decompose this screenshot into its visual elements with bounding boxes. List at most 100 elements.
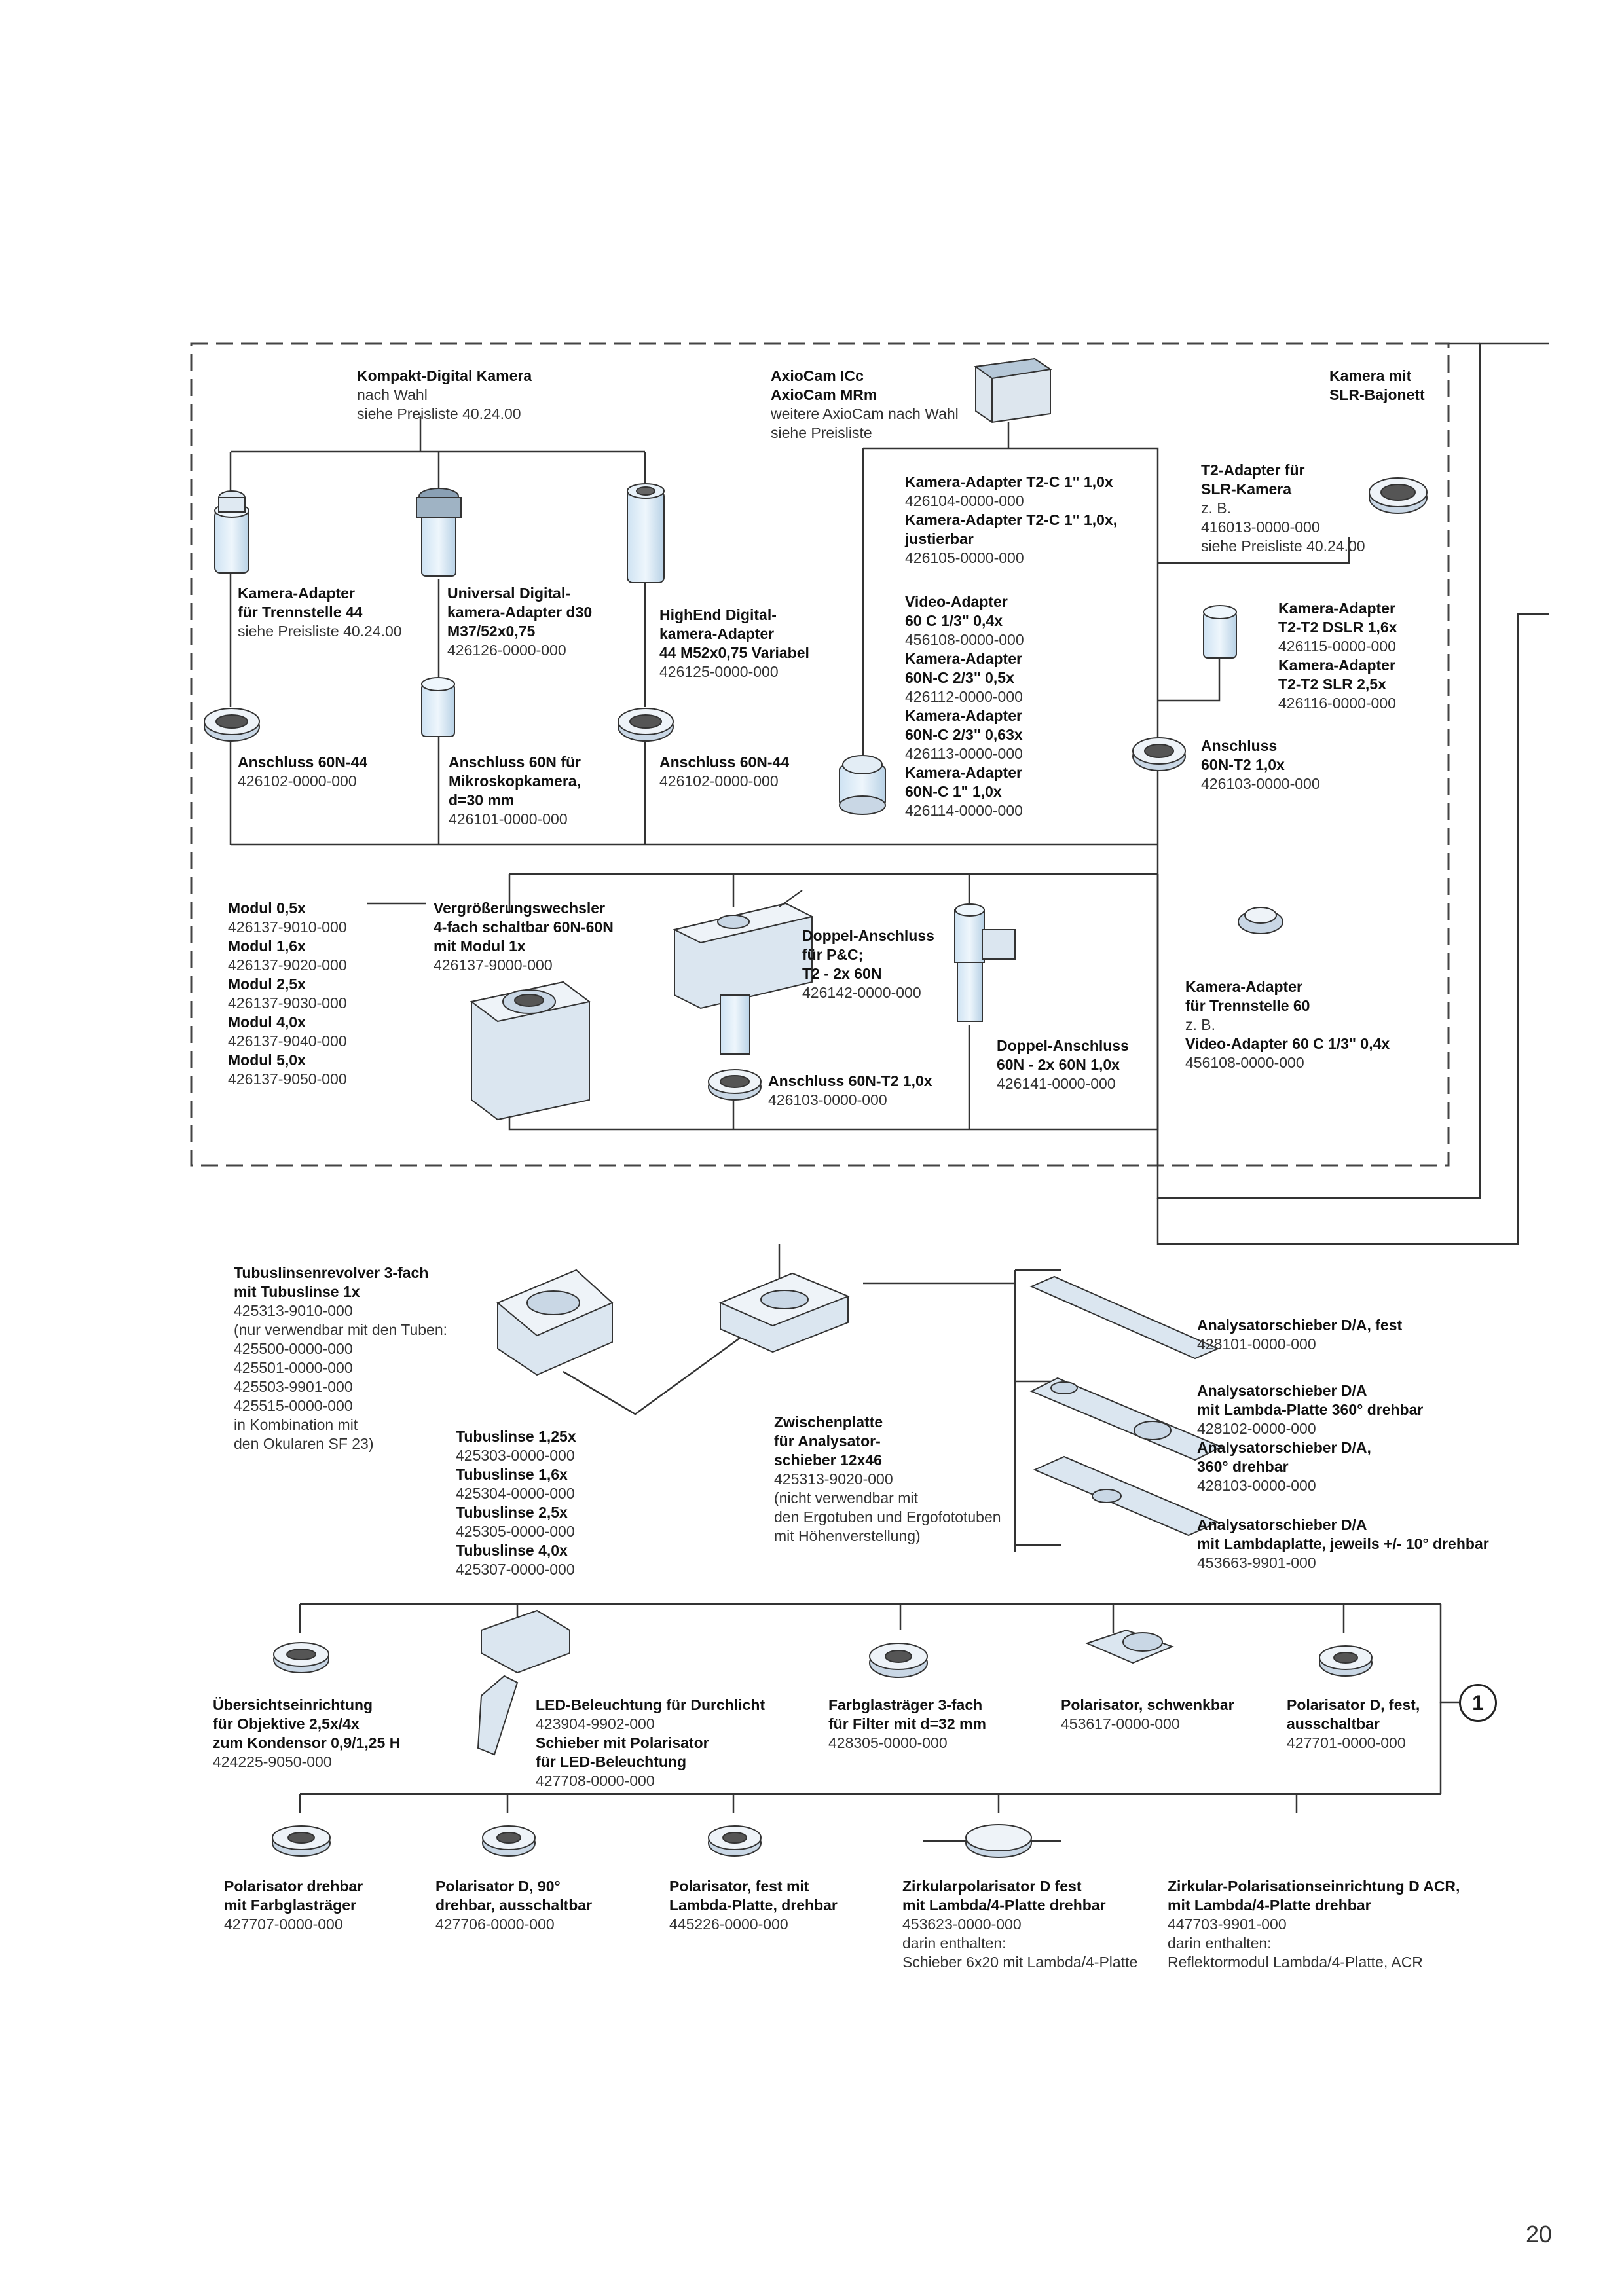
trenn44-line: für Trennstelle 44 — [238, 604, 363, 621]
ana2-line: Analysatorschieber D/A — [1197, 1382, 1367, 1399]
modul-line: Modul 4,0x — [228, 1013, 306, 1030]
trenn44-line: siehe Preisliste 40.24.00 — [238, 623, 402, 640]
video-line: 426113-0000-000 — [905, 745, 1023, 762]
axiocam-line: AxioCam MRm — [771, 386, 877, 403]
analysator-slider-3-icon — [1033, 1455, 1220, 1537]
zwischen-line: 425313-9020-000 — [774, 1470, 893, 1487]
highend-line: 44 M52x0,75 Variabel — [659, 644, 809, 661]
axiocam-camera-icon — [974, 357, 1052, 424]
modul-line: 426137-9040-000 — [228, 1032, 347, 1049]
video-line: 456108-0000-000 — [905, 631, 1024, 648]
ansT2b-line: Anschluss 60N-T2 1,0x — [768, 1072, 932, 1089]
zwischen-line: mit Höhenverstellung) — [774, 1527, 921, 1544]
tubusrev-line: Tubuslinsenrevolver 3-fach — [234, 1264, 429, 1281]
polschwenk-line: Polarisator, schwenkbar — [1061, 1696, 1234, 1713]
tubuslinse-line: Tubuslinse 1,6x — [456, 1466, 568, 1483]
t2t2-adapter-icon — [1203, 605, 1237, 659]
trenn44-adapter-icon — [214, 490, 249, 574]
pold90-line: Polarisator D, 90° — [435, 1878, 561, 1895]
video-adapter-icon — [839, 755, 886, 815]
highend-adapter-icon — [627, 483, 665, 583]
pollambda-line: 445226-0000-000 — [669, 1916, 788, 1933]
modul-line: Modul 1,6x — [228, 938, 306, 955]
universal-adapter-icon — [416, 488, 462, 577]
t2t2-line: T2-T2 SLR 2,5x — [1278, 676, 1386, 693]
highend-line: 426125-0000-000 — [659, 663, 779, 680]
led-icon — [477, 1609, 570, 1756]
t2t2-line: 426115-0000-000 — [1278, 638, 1396, 655]
t2t2-line: 426116-0000-000 — [1278, 695, 1396, 712]
t2c-line: Kamera-Adapter T2-C 1" 1,0x, — [905, 511, 1118, 528]
video-line: Kamera-Adapter — [905, 764, 1022, 781]
t2slr-line: siehe Preisliste 40.24.00 — [1201, 538, 1365, 555]
univ-line: 426126-0000-000 — [447, 642, 566, 659]
zirkacr-line: 447703-9901-000 — [1168, 1916, 1287, 1933]
poldreh-line: 427707-0000-000 — [224, 1916, 343, 1933]
ans44b-line: 426102-0000-000 — [659, 773, 779, 790]
modul-line: Modul 0,5x — [228, 900, 306, 917]
tubuslinse-line: 425307-0000-000 — [456, 1561, 575, 1578]
tubusrev-line: 425515-0000-000 — [234, 1397, 353, 1414]
label-zirkular-acr: Zirkular-Polarisationseinrichtung D ACR,… — [1168, 1877, 1460, 1972]
tubusrev-line: den Okularen SF 23) — [234, 1435, 374, 1452]
page-number: 20 — [1525, 2221, 1552, 2248]
connector-lines — [229, 342, 1549, 1813]
modul-line: Modul 5,0x — [228, 1051, 306, 1068]
doppelpc-line: Doppel-Anschluss — [802, 927, 934, 944]
ana3-line: Analysatorschieber D/A — [1197, 1516, 1367, 1533]
t2c-line: 426105-0000-000 — [905, 549, 1024, 566]
ana2-line: 428102-0000-000 — [1197, 1420, 1316, 1437]
zirk-line: mit Lambda/4-Platte drehbar — [902, 1897, 1106, 1914]
tubusrev-line: 425313-9010-000 — [234, 1302, 353, 1319]
zirkacr-line: mit Lambda/4-Platte drehbar — [1168, 1897, 1371, 1914]
uebersicht-line: zum Kondensor 0,9/1,25 H — [213, 1734, 401, 1751]
tubuslinse-line: 425305-0000-000 — [456, 1523, 575, 1540]
ana2-line: 428103-0000-000 — [1197, 1477, 1316, 1494]
zirk-line: 453623-0000-000 — [902, 1916, 1022, 1933]
video-line: 60N-C 2/3" 0,63x — [905, 726, 1023, 743]
uebersicht-icon — [273, 1642, 329, 1673]
analysator-slider-2-icon — [1029, 1377, 1223, 1461]
t2t2-line: Kamera-Adapter — [1278, 657, 1395, 674]
ana2-line: mit Lambda-Platte 360° drehbar — [1197, 1401, 1424, 1418]
ansT2b-ring-icon — [708, 1069, 762, 1101]
vergr-line: Vergrößerungswechsler — [434, 900, 606, 917]
trenn60-adapter-icon — [1238, 907, 1283, 934]
video-line: 60N-C 2/3" 0,5x — [905, 669, 1014, 686]
ansT2a-line: 60N-T2 1,0x — [1201, 756, 1285, 773]
polschwenk-line: 453617-0000-000 — [1061, 1715, 1180, 1732]
zwischen-line: (nicht verwendbar mit — [774, 1489, 918, 1506]
modul-line: 426137-9020-000 — [228, 957, 347, 974]
highend-line: kamera-Adapter — [659, 625, 775, 642]
polfest-line: 427701-0000-000 — [1287, 1734, 1406, 1751]
t2c-line: 426104-0000-000 — [905, 492, 1024, 509]
led-line: für LED-Beleuchtung — [536, 1753, 686, 1770]
t2t2-line: T2-T2 DSLR 1,6x — [1278, 619, 1397, 636]
pollambda-line: Polarisator, fest mit — [669, 1878, 809, 1895]
video-line: Video-Adapter — [905, 593, 1008, 610]
ans44b-ring-icon — [618, 708, 674, 742]
tubuslinse-line: 425304-0000-000 — [456, 1485, 575, 1502]
polfest-line: ausschaltbar — [1287, 1715, 1380, 1732]
ans44a-ring-icon — [204, 708, 260, 742]
led-line: Schieber mit Polarisator — [536, 1734, 709, 1751]
vergroesserungswechsler-icon — [470, 981, 591, 1121]
zwischen-line: Zwischenplatte — [774, 1413, 883, 1430]
univ-line: kamera-Adapter d30 — [447, 604, 593, 621]
